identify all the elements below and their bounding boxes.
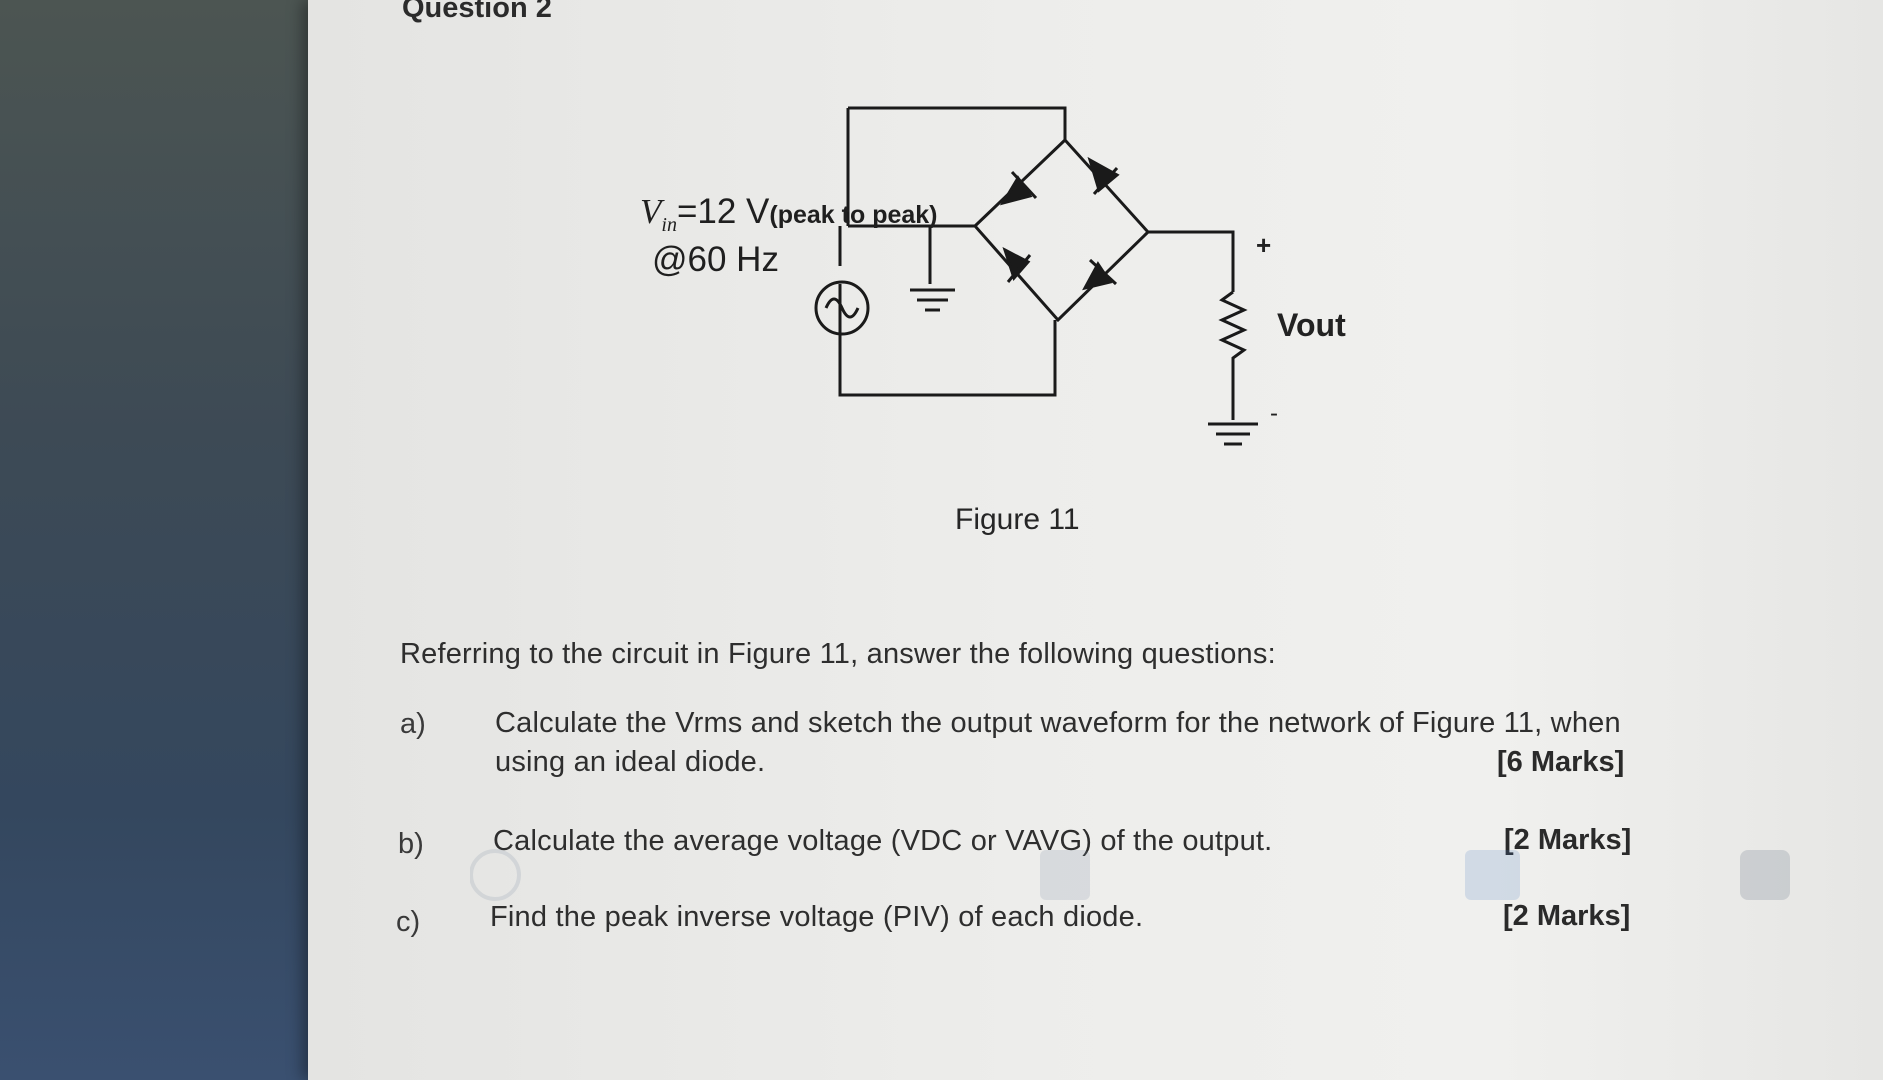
bridge-rectifier-circuit [814, 106, 1258, 446]
question-intro: Referring to the circuit in Figure 11, a… [400, 638, 1276, 670]
vout-label: Vout [1277, 307, 1346, 343]
diode-2-icon [1087, 156, 1120, 193]
part-c-text: Find the peak inverse voltage (PIV) of e… [490, 901, 1144, 933]
twitter-watermark-icon [1465, 850, 1520, 900]
part-c-marks: [2 Marks] [1503, 900, 1631, 932]
source-ground-symbol [910, 288, 955, 312]
part-b-marks: [2 Marks] [1504, 824, 1632, 856]
instagram-watermark-icon [1740, 850, 1790, 900]
vout-plus-sign: + [1256, 230, 1272, 260]
part-c-label: c) [396, 906, 421, 938]
part-a-marks: [6 Marks] [1497, 746, 1625, 778]
diode-3-icon [1002, 246, 1031, 281]
vout-minus-sign: - [1270, 400, 1278, 427]
watermark-strip [470, 849, 1790, 901]
diode-1-icon [999, 175, 1033, 206]
part-b-label: b) [398, 828, 424, 860]
part-a-label: a) [400, 708, 426, 740]
part-b-text: Calculate the average voltage (VDC or VA… [493, 825, 1273, 857]
screen-bezel [0, 0, 320, 1080]
vin-label: Vin=12 V(peak to peak) [640, 192, 938, 236]
figure-caption: Figure 11 [955, 503, 1080, 536]
ac-source-icon [814, 280, 870, 336]
output-wire [1148, 230, 1235, 292]
question-heading: Question 2 [402, 0, 552, 24]
bridge-diamond [972, 137, 1151, 323]
load-ground-symbol [1208, 422, 1258, 446]
top-wire [848, 106, 1067, 140]
whatsapp-watermark-icon [470, 849, 521, 901]
facebook-watermark-icon [1040, 850, 1090, 900]
load-resistor [1218, 290, 1248, 420]
frequency-label: @60 Hz [652, 240, 779, 279]
part-a-text: Calculate the Vrms and sketch the output… [495, 707, 1621, 778]
bottom-loop-wire [838, 284, 1057, 397]
